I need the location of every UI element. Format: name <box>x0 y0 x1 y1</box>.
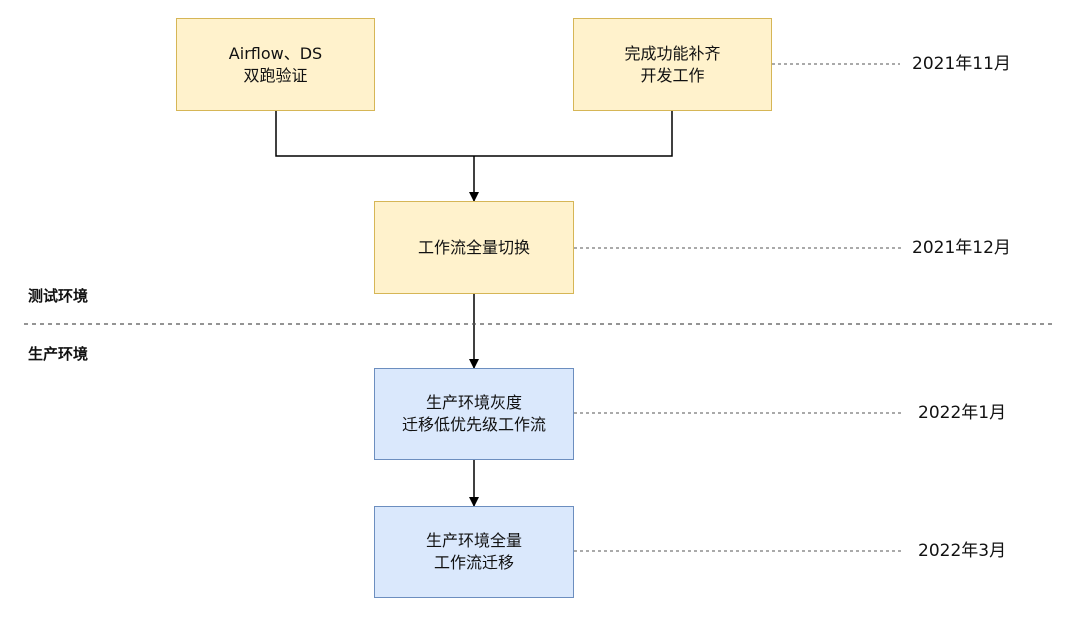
node-dual-run-line1: Airflow、DS <box>228 43 323 63</box>
node-dual-run-validation: Airflow、DS 双跑验证 <box>176 18 375 111</box>
node-prod-gray-migration: 生产环境灰度 迁移低优先级工作流 <box>374 368 574 460</box>
merge-connector <box>275 111 673 157</box>
date-label-dec-2021: 2021年12月 <box>912 238 1011 258</box>
node-prod-gray-migration-line2: 迁移低优先级工作流 <box>401 415 546 434</box>
node-prod-full-migration-line1: 生产环境全量 <box>425 531 522 550</box>
date-label-mar-2022: 2022年3月 <box>918 541 1007 561</box>
date-label-jan-2022: 2022年1月 <box>918 403 1007 423</box>
node-full-workflow-switch: 工作流全量切换 <box>374 201 574 294</box>
zone-label-production-environment: 生产环境 <box>28 345 89 363</box>
node-feature-completion-line1: 完成功能补齐 <box>624 43 721 63</box>
date-label-nov-2021: 2021年11月 <box>912 54 1011 74</box>
node-prod-full-migration: 生产环境全量 工作流迁移 <box>374 506 574 598</box>
node-full-workflow-switch-line1: 工作流全量切换 <box>417 237 530 257</box>
node-prod-gray-migration-line1: 生产环境灰度 <box>425 393 522 412</box>
node-prod-full-migration-line2: 工作流迁移 <box>433 553 514 572</box>
node-feature-completion: 完成功能补齐 开发工作 <box>573 18 772 111</box>
zone-label-test-environment: 测试环境 <box>28 287 89 305</box>
node-feature-completion-line2: 开发工作 <box>640 65 705 85</box>
node-dual-run-line2: 双跑验证 <box>243 65 308 85</box>
